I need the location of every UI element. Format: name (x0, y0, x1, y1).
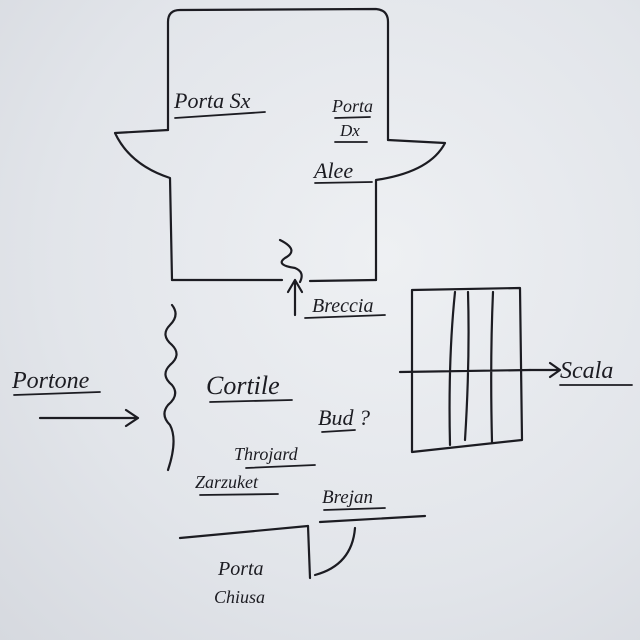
left-wing (113, 128, 174, 282)
stairs-box (410, 286, 524, 454)
wavy-wall (163, 303, 178, 472)
stairs-lines (398, 290, 532, 447)
label-scala: Scala (560, 358, 613, 384)
label-porta-chiusa-line1: Porta (217, 558, 264, 580)
label-bud: Bud ? (318, 405, 370, 430)
breach-squiggle (278, 238, 303, 284)
upper-room-bottom-wall (170, 278, 378, 283)
bottom-wall (178, 514, 427, 540)
stairs-arrow (528, 361, 562, 379)
label-porta-dx-line1: Porta (331, 96, 373, 116)
closed-door (306, 524, 357, 580)
label-porta-sx: Porta Sx (173, 88, 251, 113)
label-breccia: Breccia (312, 295, 373, 317)
label-porta-dx-line2: Dx (339, 121, 360, 140)
right-wing (374, 138, 447, 282)
label-portone: Portone (11, 368, 90, 394)
label-alee: Alee (312, 158, 353, 183)
label-porta-chiusa-line2: Chiusa (214, 587, 265, 607)
label-zarzuket: Zarzuket (195, 472, 259, 492)
entrance-arrow (38, 408, 140, 428)
breach-arrow (286, 278, 304, 317)
label-cortile: Cortile (206, 371, 280, 400)
label-brejan: Brejan (322, 487, 373, 508)
upper-room-outline (166, 7, 390, 142)
label-throjard: Throjard (234, 444, 299, 464)
underlines (13, 111, 633, 511)
